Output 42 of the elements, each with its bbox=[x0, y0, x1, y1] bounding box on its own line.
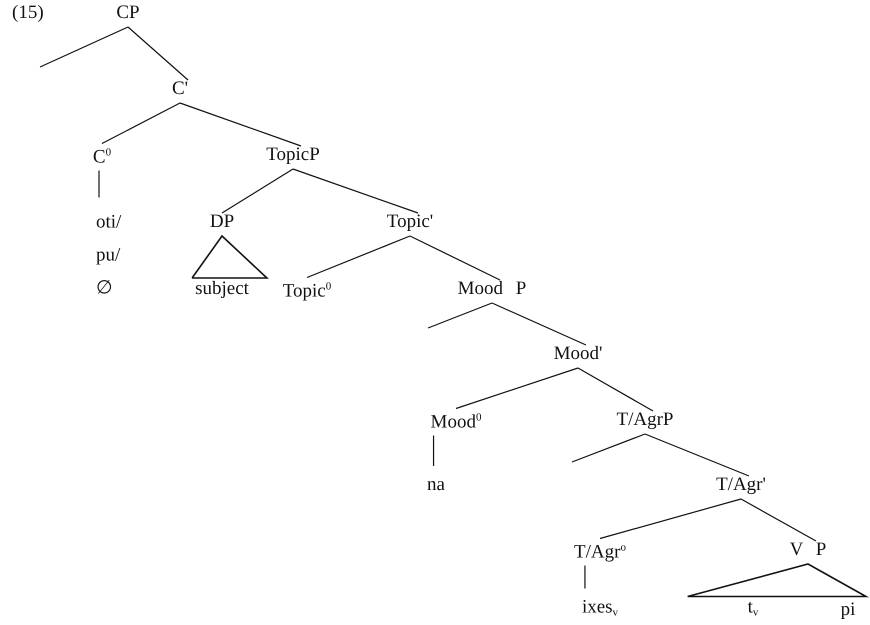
tree-branch bbox=[180, 102, 302, 147]
tree-node-label: T/Agr' bbox=[716, 474, 766, 496]
tree-node-label: T/Agr$^{o}$ bbox=[574, 536, 626, 564]
tree-branch bbox=[410, 235, 500, 281]
tree-node-label: t$_{v}$ bbox=[748, 596, 758, 624]
tree-node-label: Mood' bbox=[554, 343, 602, 365]
tree-node-label: DP bbox=[210, 211, 234, 233]
tree-node-label: oti/ pu/ ∅ bbox=[96, 206, 132, 304]
tree-branch bbox=[432, 436, 434, 466]
triangle-branch bbox=[190, 234, 269, 279]
tree-node-label: TopicP bbox=[266, 144, 320, 166]
tree-node-label: Mood P bbox=[458, 278, 526, 300]
tree-branch bbox=[292, 168, 418, 214]
tree-node-label: ixes$_{v}$ bbox=[582, 596, 618, 624]
tree-branch bbox=[128, 26, 188, 80]
tree-node-label: subject bbox=[195, 278, 249, 300]
tree-branch bbox=[578, 367, 654, 412]
tree-node-label: pi bbox=[840, 599, 856, 621]
tree-node-label: na bbox=[427, 474, 445, 496]
tree-branch bbox=[222, 168, 294, 214]
tree-branch bbox=[40, 26, 128, 68]
tree-branch bbox=[572, 433, 646, 463]
tree-node-label: C' bbox=[172, 78, 188, 100]
tree-node-label: Topic$^{0}$ bbox=[282, 276, 332, 302]
tree-node-label: CP bbox=[116, 2, 140, 24]
tree-branch bbox=[492, 302, 586, 346]
tree-branch bbox=[456, 367, 578, 410]
tree-branch bbox=[102, 102, 180, 144]
tree-branch bbox=[428, 302, 492, 329]
tree-node-label: C$^{0}$ bbox=[92, 142, 112, 168]
tree-branch bbox=[584, 566, 586, 588]
tree-branch bbox=[98, 170, 100, 198]
tree-node-label: Mood$^{0}$ bbox=[430, 406, 482, 434]
tree-node-label: T/AgrP bbox=[616, 409, 674, 431]
triangle-branch bbox=[686, 563, 870, 598]
tree-node-label: V P bbox=[790, 539, 826, 561]
tree-branch bbox=[600, 498, 742, 540]
tree-node-label: Topic' bbox=[386, 211, 434, 233]
tree-branch bbox=[644, 433, 750, 477]
example-number: (15) bbox=[12, 2, 44, 24]
tree-branch bbox=[306, 235, 410, 278]
tree-branch bbox=[740, 498, 816, 542]
